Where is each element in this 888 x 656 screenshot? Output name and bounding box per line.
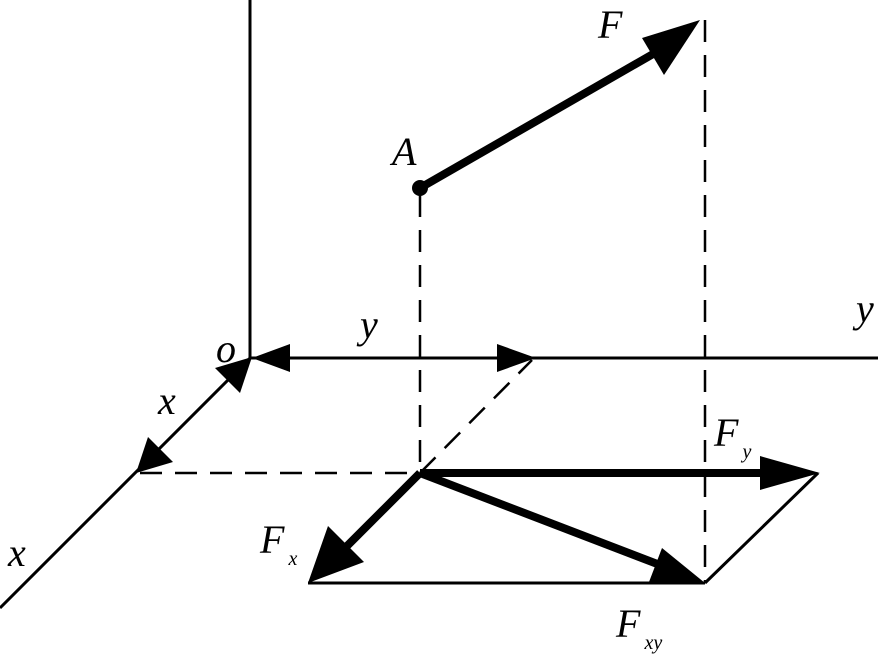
- force-component-fx: [308, 470, 423, 583]
- force-vector-f: [418, 20, 700, 192]
- y-axis-label: y: [852, 286, 874, 331]
- force-fxy-main: F: [615, 601, 641, 646]
- origin-label: o: [216, 326, 236, 371]
- force-fx-main: F: [259, 517, 285, 562]
- x-axis-line: [0, 356, 252, 610]
- force-fx-arrowhead: [308, 526, 364, 583]
- x-axis-inner-label: x: [157, 378, 176, 423]
- y-unit-arrowhead-left: [252, 344, 290, 372]
- x-axis-label: x: [7, 530, 26, 575]
- force-fy-subscript: y: [740, 441, 751, 463]
- force-component-fy: [420, 456, 820, 490]
- force-fx-subscript: x: [287, 548, 297, 570]
- y-unit-arrowhead-right: [497, 344, 536, 372]
- y-unit-arrow: [252, 344, 536, 372]
- y-axis-inner-label: y: [356, 302, 378, 347]
- dash-y-parallel: [419, 359, 533, 474]
- x-unit-arrowhead-top: [215, 357, 252, 393]
- force-fy-main: F: [713, 410, 739, 455]
- force-fxy-subscript: xy: [643, 632, 662, 654]
- force-f-label: F: [597, 2, 623, 47]
- force-component-fxy: [418, 469, 705, 583]
- point-a-label: A: [389, 129, 417, 174]
- force-fy-arrowhead: [760, 456, 820, 490]
- force-fxy-arrowhead: [649, 548, 705, 583]
- x-unit-arrow: [136, 357, 252, 473]
- parallelogram-right-edge: [703, 471, 820, 585]
- force-f-arrowhead: [642, 20, 700, 75]
- point-a-dot: [412, 180, 428, 196]
- x-unit-arrowhead-bottom: [136, 437, 173, 473]
- projection-dashes: [140, 20, 707, 583]
